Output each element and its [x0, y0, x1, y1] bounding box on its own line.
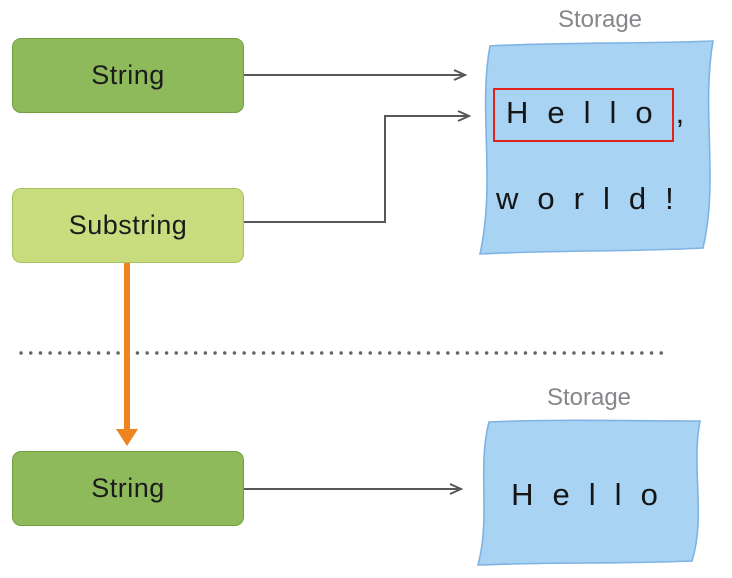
arrow-substring-to-string-orange [116, 263, 138, 446]
storage-top-line1: Hello , [493, 88, 703, 142]
storage-top-comma: , [675, 95, 704, 130]
string-box-top: String [12, 38, 244, 113]
string-box-top-label: String [91, 60, 165, 90]
storage-shape-top [478, 40, 714, 255]
storage-bottom-text: Hello [511, 477, 677, 512]
string-box-bottom-label: String [91, 473, 165, 503]
orange-arrowhead-icon [116, 429, 138, 446]
storage-top-highlighted-text: Hello [506, 95, 672, 130]
arrow-substring-to-storage [244, 110, 472, 223]
substring-box: Substring [12, 188, 244, 263]
substring-box-label: Substring [68, 210, 188, 240]
substring-highlight-box: Hello [493, 88, 674, 142]
storage-caption-bottom: Storage [546, 384, 632, 411]
storage-shape-bottom [476, 419, 701, 566]
orange-arrow-shaft [124, 263, 130, 430]
string-box-bottom: String [12, 451, 244, 526]
storage-top-line2: world! [496, 181, 693, 216]
storage-caption-top: Storage [557, 6, 643, 33]
